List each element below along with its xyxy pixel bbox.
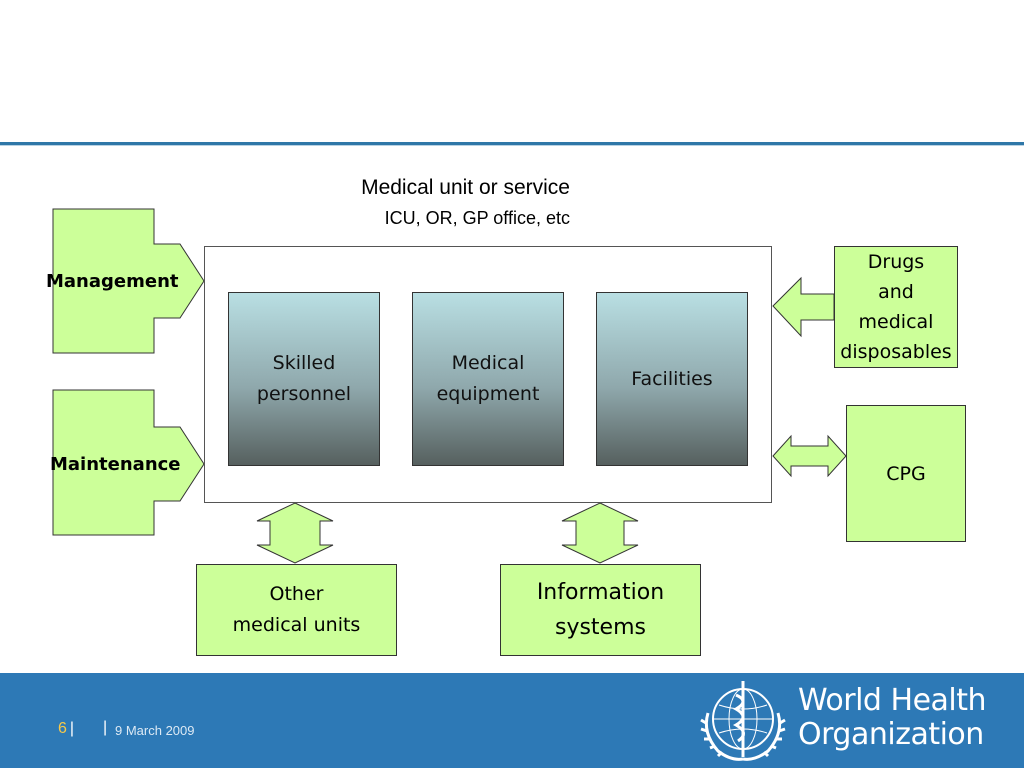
drugs-line: Drugs bbox=[867, 251, 925, 273]
component-label-line1: Facilities bbox=[631, 367, 713, 390]
component-facilities: Facilities bbox=[596, 292, 748, 466]
info-systems-line: systems bbox=[554, 615, 646, 640]
slide-number-value: 6 bbox=[58, 720, 67, 737]
footer-bar bbox=[0, 673, 1024, 768]
footer-date: 9 March 2009 bbox=[115, 723, 195, 738]
component-label-line1: Medical bbox=[451, 352, 525, 374]
component-skilled-personnel: Skilled personnel bbox=[228, 292, 380, 466]
header-rule-light bbox=[0, 145, 1024, 146]
component-label-line1: Skilled bbox=[272, 352, 336, 374]
other-medical-units-box: Other medical units bbox=[196, 564, 397, 656]
component-medical-equipment: Medical equipment bbox=[412, 292, 564, 466]
drugs-line: disposables bbox=[840, 341, 952, 363]
cpg-box: CPG bbox=[846, 405, 966, 542]
management-arrow bbox=[52, 208, 205, 354]
drugs-box: Drugs and medical disposables bbox=[834, 246, 958, 368]
who-wordmark-line1: World Health bbox=[798, 683, 987, 718]
other-units-line: Other bbox=[269, 583, 324, 605]
drugs-line: and bbox=[878, 281, 914, 303]
management-label: Management bbox=[46, 271, 179, 292]
information-systems-box: Information systems bbox=[500, 564, 701, 656]
drugs-line: medical bbox=[858, 311, 934, 333]
slide-number: 6| bbox=[58, 720, 74, 738]
maintenance-label: Maintenance bbox=[50, 454, 181, 475]
component-label-line2: equipment bbox=[436, 383, 540, 405]
drugs-arrow bbox=[772, 276, 835, 338]
info-systems-line: Information bbox=[536, 580, 665, 605]
maintenance-arrow bbox=[52, 389, 205, 536]
unit-subtitle: ICU, OR, GP office, etc bbox=[384, 208, 570, 228]
other-units-double-arrow bbox=[256, 502, 334, 564]
who-wordmark: World Health Organization bbox=[798, 683, 987, 752]
separator-icon: | bbox=[69, 720, 75, 737]
cpg-label: CPG bbox=[886, 462, 926, 485]
unit-title: Medical unit or service bbox=[361, 176, 570, 199]
other-units-line: medical units bbox=[232, 614, 361, 636]
separator-icon: | bbox=[103, 719, 108, 736]
who-emblem-icon bbox=[700, 681, 786, 761]
component-label-line2: personnel bbox=[256, 383, 352, 405]
info-systems-double-arrow bbox=[561, 502, 639, 564]
cpg-double-arrow bbox=[772, 434, 847, 478]
who-wordmark-line2: Organization bbox=[798, 717, 984, 752]
header-rule bbox=[0, 142, 1024, 145]
